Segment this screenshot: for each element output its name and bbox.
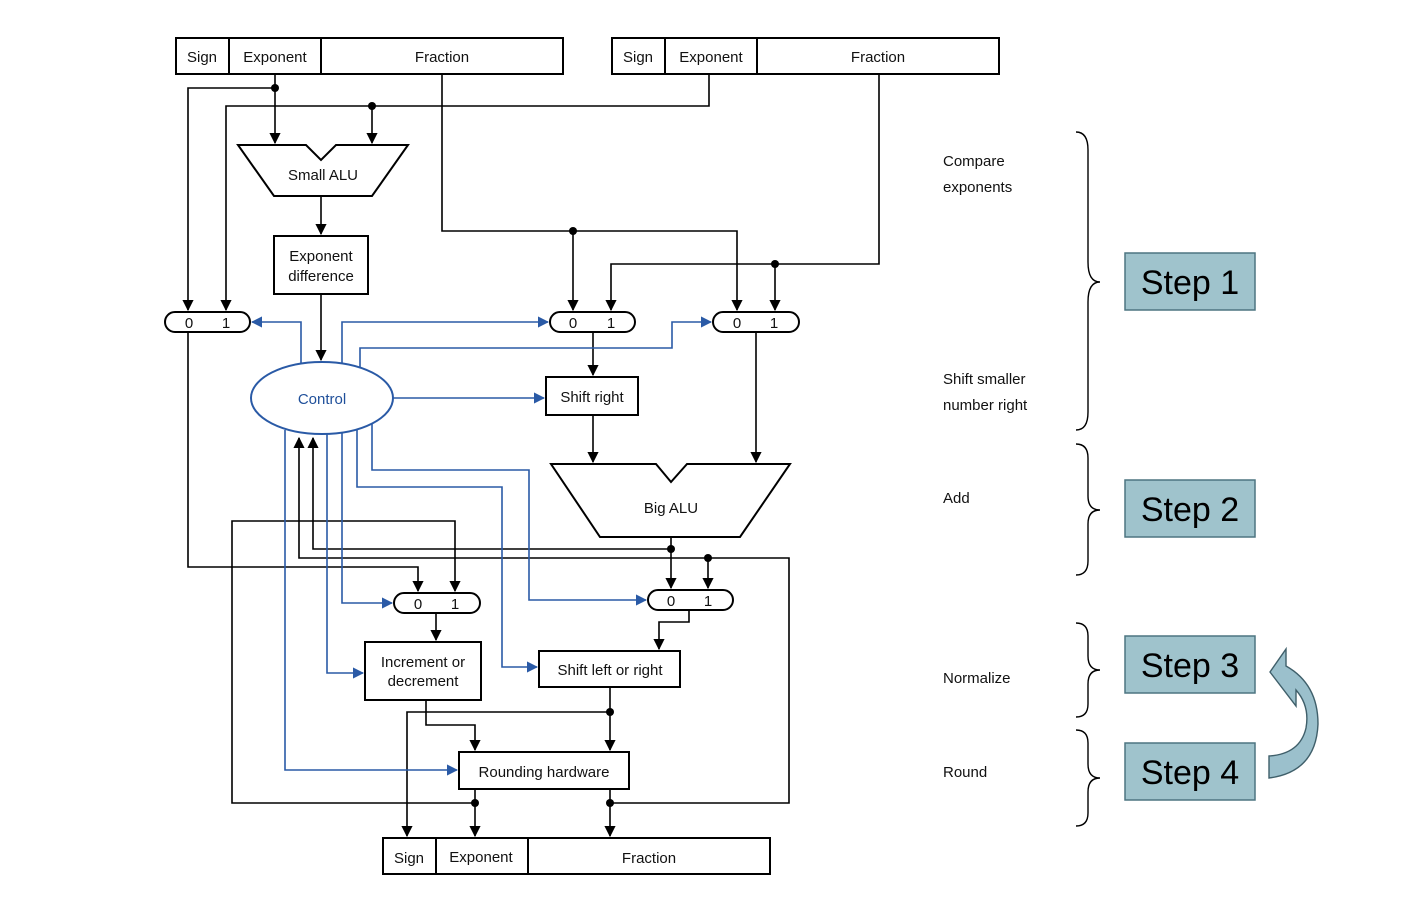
label-compare-1: Compare bbox=[943, 153, 1005, 170]
brace-step4 bbox=[1075, 729, 1101, 827]
shift-left-right-box: Shift left or right bbox=[538, 650, 681, 688]
reg-bottom-fraction: Fraction bbox=[622, 850, 676, 867]
step-2-label: Step 2 bbox=[1141, 491, 1239, 529]
reg-bottom-exponent: Exponent bbox=[449, 849, 513, 866]
step-2-box: Step 2 bbox=[1124, 479, 1256, 538]
mux-fraction-b-1: 1 bbox=[770, 315, 778, 332]
mux-normalize-exponent: 0 1 bbox=[393, 592, 481, 614]
control-unit: Control bbox=[250, 361, 394, 435]
mux-fraction-a-1: 1 bbox=[607, 315, 615, 332]
small-alu-label: Small ALU bbox=[288, 167, 358, 184]
shift-right-box: Shift right bbox=[545, 376, 639, 416]
label-add: Add bbox=[943, 490, 970, 507]
reg-top-left-exponent: Exponent bbox=[243, 49, 307, 66]
register-bottom: Sign Exponent Fraction bbox=[382, 837, 771, 875]
rounding-label: Rounding hardware bbox=[479, 764, 610, 781]
reg-top-right-exponent: Exponent bbox=[679, 49, 743, 66]
label-shift-1: Shift smaller bbox=[943, 371, 1026, 388]
control-label: Control bbox=[298, 391, 346, 408]
step-1-box: Step 1 bbox=[1124, 252, 1256, 311]
step-1-label: Step 1 bbox=[1141, 264, 1239, 302]
step-3-label: Step 3 bbox=[1141, 647, 1239, 685]
brace-step1 bbox=[1075, 131, 1101, 431]
mux-fraction-b-0: 0 bbox=[733, 315, 741, 332]
step-4-label: Step 4 bbox=[1141, 754, 1239, 792]
increment-decrement-box: Increment or decrement bbox=[364, 641, 482, 701]
reg-top-right-sign: Sign bbox=[623, 49, 653, 66]
label-compare-2: exponents bbox=[943, 179, 1012, 196]
mux-norm-frac-0: 0 bbox=[667, 593, 675, 610]
big-alu: Big ALU bbox=[549, 463, 792, 538]
small-alu: Small ALU bbox=[236, 144, 410, 197]
big-alu-label: Big ALU bbox=[644, 500, 698, 517]
label-shift-2: number right bbox=[943, 397, 1028, 414]
brace-step3 bbox=[1075, 622, 1101, 718]
mux-norm-exp-0: 0 bbox=[414, 596, 422, 613]
shift-right-label: Shift right bbox=[560, 389, 624, 406]
inc-dec-line1: Increment or bbox=[381, 654, 465, 671]
braces bbox=[1075, 131, 1101, 827]
control-wires bbox=[250, 316, 713, 776]
shift-left-right-label: Shift left or right bbox=[557, 662, 663, 679]
step-4-box: Step 4 bbox=[1124, 742, 1256, 801]
mux-fraction-a: 0 1 bbox=[549, 311, 636, 333]
reg-top-right-fraction: Fraction bbox=[851, 49, 905, 66]
register-top-left: Sign Exponent Fraction bbox=[175, 37, 564, 75]
mux-fraction-b: 0 1 bbox=[712, 311, 800, 333]
mux-exponent-1: 1 bbox=[222, 315, 230, 332]
step-3-box: Step 3 bbox=[1124, 635, 1256, 694]
mux-exponent-0: 0 bbox=[185, 315, 193, 332]
data-wires bbox=[182, 74, 880, 838]
mux-exponent: 0 1 bbox=[164, 311, 251, 333]
label-normalize: Normalize bbox=[943, 670, 1011, 687]
loop-back-arrow-icon bbox=[1268, 646, 1319, 779]
mux-norm-exp-1: 1 bbox=[451, 596, 459, 613]
mux-normalize-fraction: 0 1 bbox=[647, 589, 734, 611]
brace-step2 bbox=[1075, 443, 1101, 576]
rounding-hardware-box: Rounding hardware bbox=[458, 751, 630, 790]
inc-dec-line2: decrement bbox=[388, 673, 460, 690]
exp-diff-line1: Exponent bbox=[289, 248, 353, 265]
reg-top-left-sign: Sign bbox=[187, 49, 217, 66]
stage-labels: Compare exponents Shift smaller number r… bbox=[943, 153, 1028, 781]
mux-fraction-a-0: 0 bbox=[569, 315, 577, 332]
exponent-difference-box: Exponent difference bbox=[273, 235, 369, 295]
exp-diff-line2: difference bbox=[288, 268, 354, 285]
mux-norm-frac-1: 1 bbox=[704, 593, 712, 610]
register-top-right: Sign Exponent Fraction bbox=[611, 37, 1000, 75]
reg-top-left-fraction: Fraction bbox=[415, 49, 469, 66]
label-round: Round bbox=[943, 764, 987, 781]
reg-bottom-sign: Sign bbox=[394, 850, 424, 867]
